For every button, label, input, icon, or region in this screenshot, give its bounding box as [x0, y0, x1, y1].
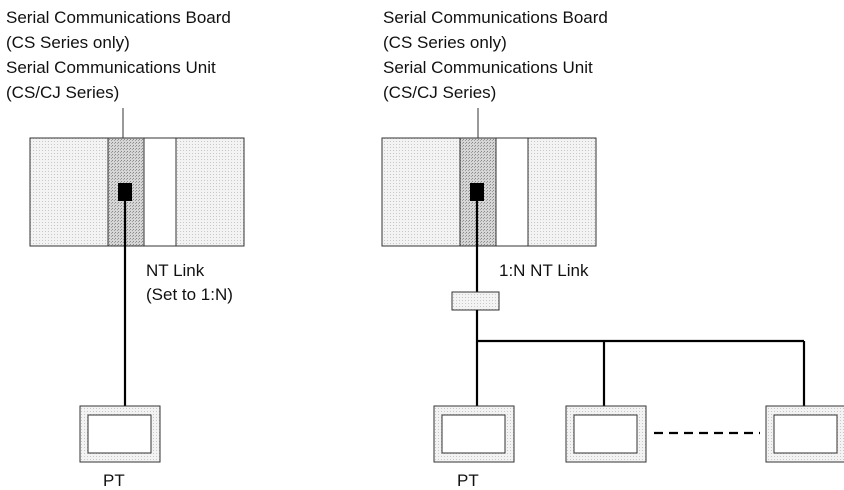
left-pt-terminal — [79, 405, 161, 463]
right-link-label: 1:N NT Link — [499, 261, 589, 280]
right-pt-terminal-1 — [433, 405, 515, 463]
right-label-line-2: (CS Series only) — [383, 33, 507, 52]
left-label-line-1: Serial Communications Board — [6, 8, 231, 27]
right-label-line-4: (CS/CJ Series) — [383, 83, 496, 102]
left-label-line-2: (CS Series only) — [6, 33, 130, 52]
right-pt-label: PT — [457, 471, 479, 490]
left-configuration: Serial Communications Board (CS Series o… — [6, 8, 245, 490]
right-label-line-1: Serial Communications Board — [383, 8, 608, 27]
right-port-connector — [470, 183, 484, 201]
right-plc-slot — [495, 137, 529, 247]
right-configuration: Serial Communications Board (CS Series o… — [381, 8, 844, 490]
right-link-adapter — [451, 291, 500, 311]
left-pt-label: PT — [103, 471, 125, 490]
right-label-line-3: Serial Communications Unit — [383, 58, 593, 77]
left-link-label-line-2: (Set to 1:N) — [146, 285, 233, 304]
left-label-line-3: Serial Communications Unit — [6, 58, 216, 77]
left-link-label-line-1: NT Link — [146, 261, 205, 280]
left-plc-rack — [29, 137, 245, 247]
left-label-line-4: (CS/CJ Series) — [6, 83, 119, 102]
left-port-connector — [118, 183, 132, 201]
right-pt-terminal-2 — [565, 405, 647, 463]
left-plc-slot — [143, 137, 177, 247]
right-pt-terminal-n — [765, 405, 844, 463]
right-plc-rack — [381, 137, 597, 247]
